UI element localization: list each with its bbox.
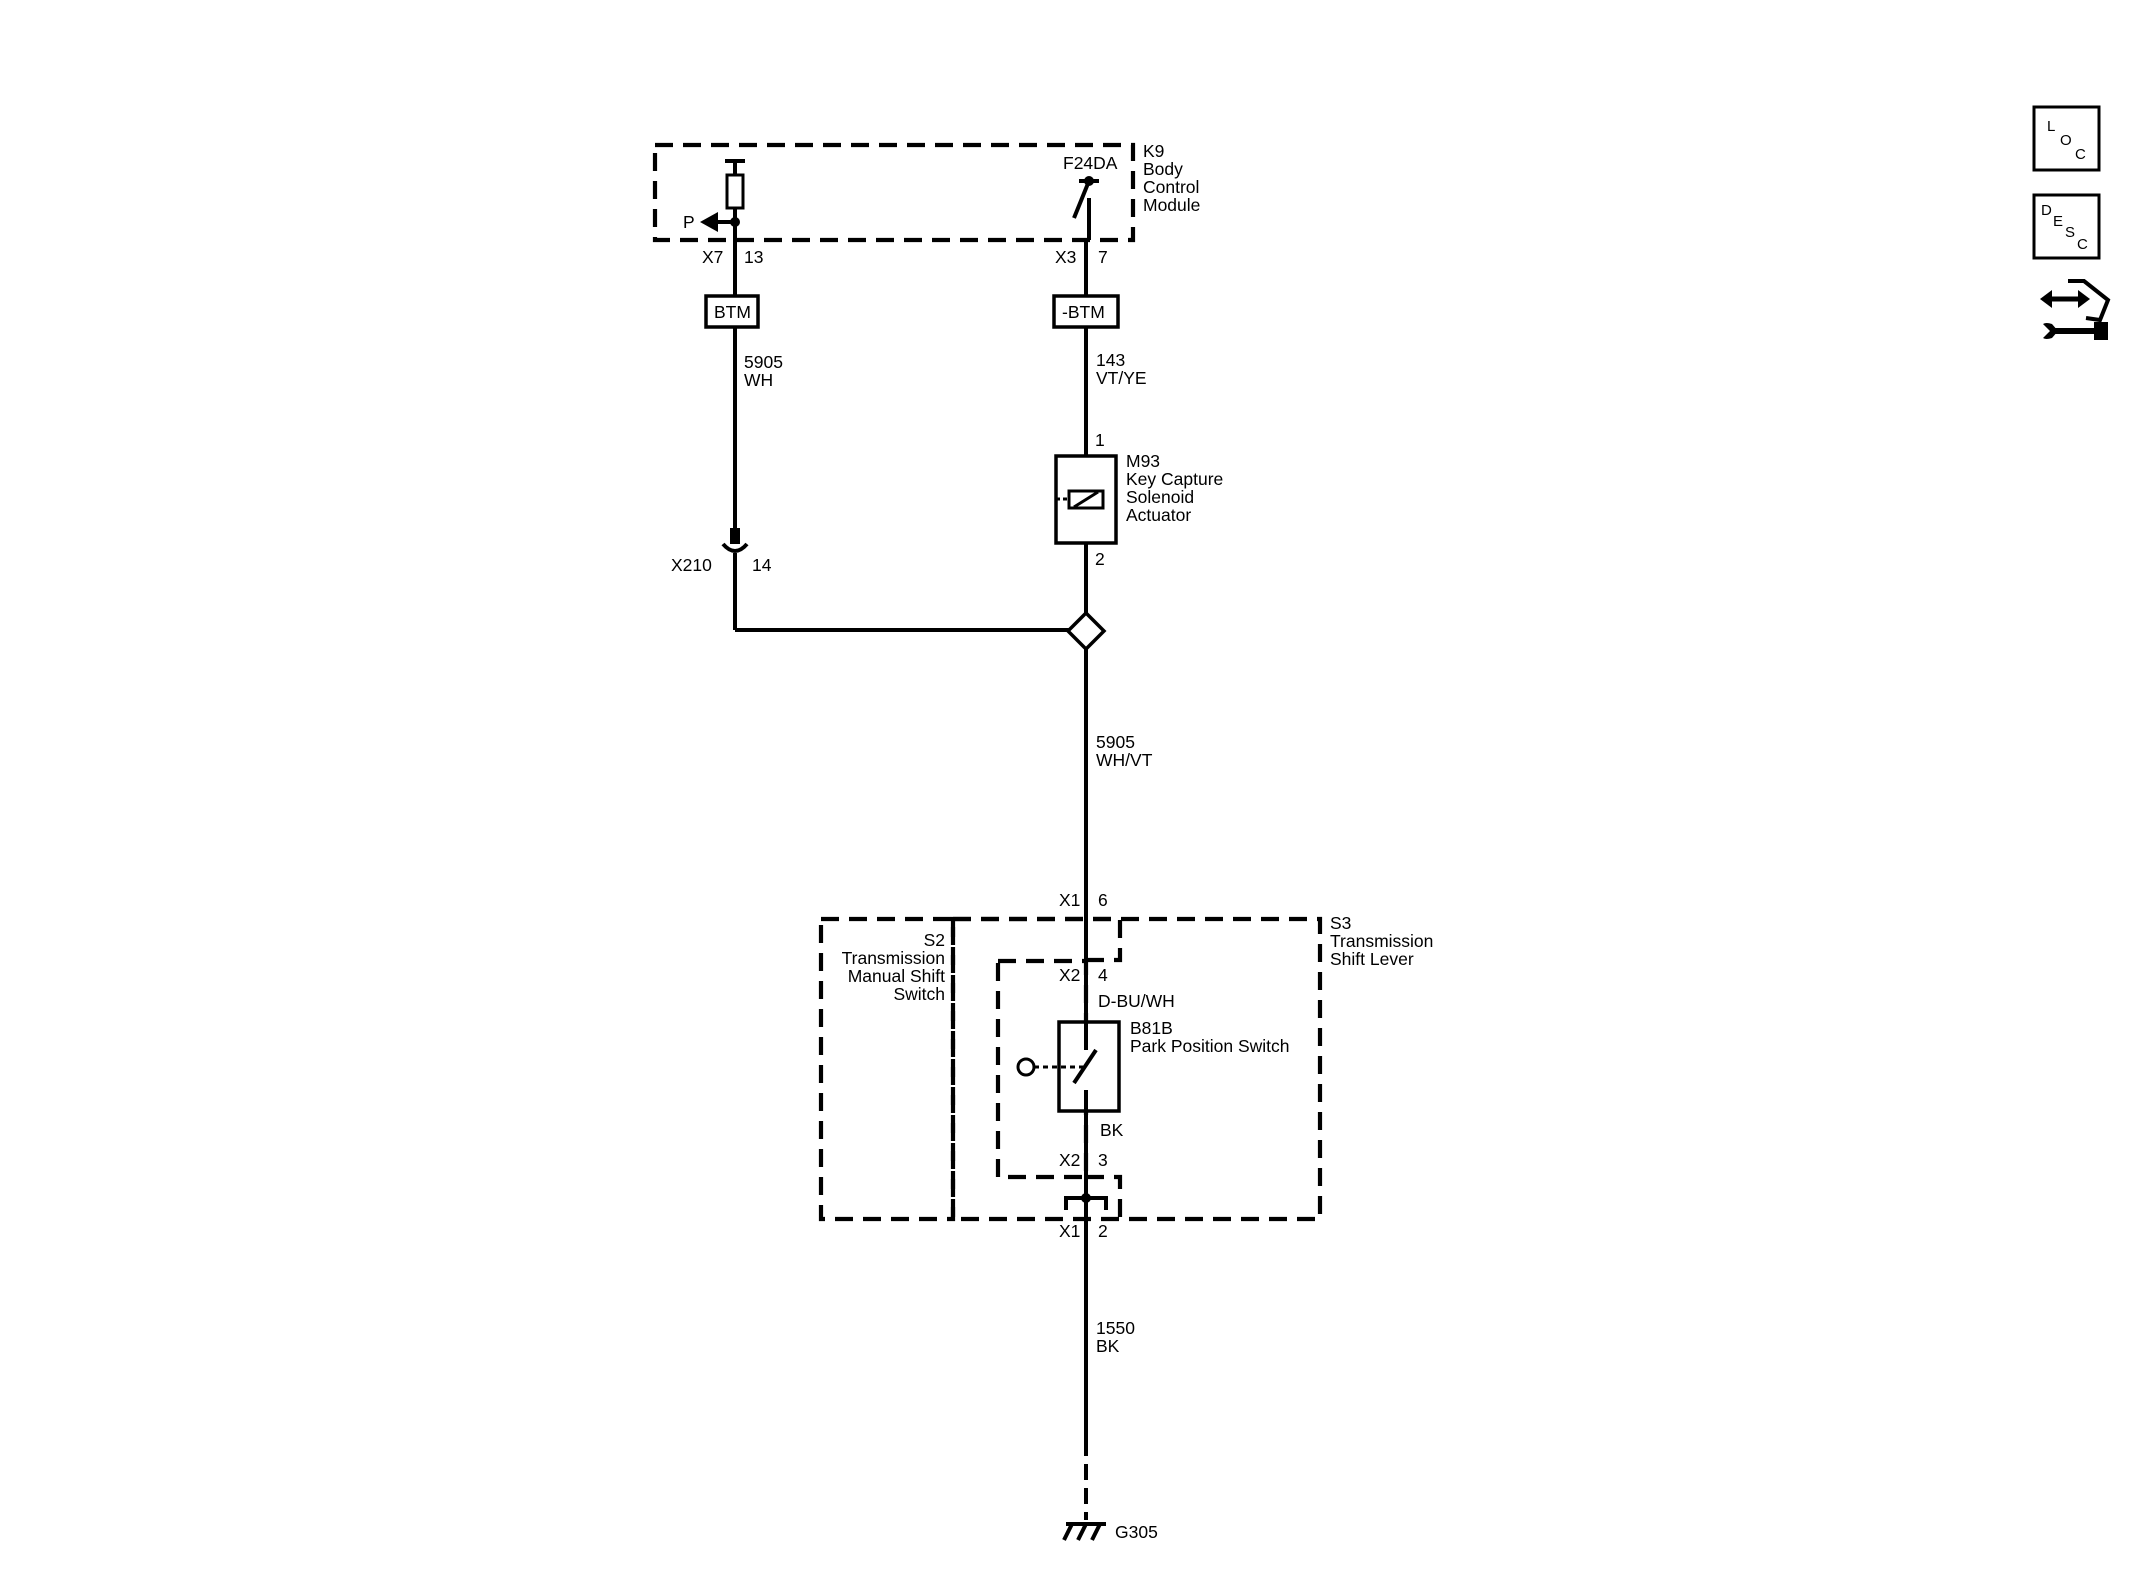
park-switch-wire-bottom: BK: [1100, 1120, 1124, 1140]
left-connector-label: X7: [702, 247, 723, 267]
location-button[interactable]: L O C: [2032, 105, 2101, 172]
left-circuit-wire: [733, 222, 1086, 632]
x1-bottom-connector: [1064, 1193, 1108, 1210]
ground-symbol[interactable]: [1062, 1440, 1106, 1541]
manual-shift-switch[interactable]: [818, 916, 956, 1222]
park-switch-pin-top: 4: [1098, 965, 1108, 985]
shift-lever-ref: S3: [1330, 913, 1351, 933]
right-wire-circuit: 143: [1096, 350, 1125, 370]
splice-btm-right[interactable]: -BTM: [1052, 294, 1120, 329]
solenoid-name-line-1: Key Capture: [1126, 469, 1223, 489]
main-wire-circuit: 5905: [1096, 732, 1135, 752]
solenoid-name-line-2: Solenoid: [1126, 487, 1194, 507]
solenoid-name-line-3: Actuator: [1126, 505, 1191, 525]
manual-switch-name-line-3: Switch: [893, 984, 945, 1004]
loc-letter-c: C: [2075, 146, 2086, 163]
desc-letter-s: S: [2065, 224, 2075, 241]
park-switch-name: Park Position Switch: [1130, 1036, 1290, 1056]
bcm-fuse-switch: [1072, 176, 1099, 240]
bcm-name-line-2: Control: [1143, 177, 1199, 197]
fuse-label: F24DA: [1063, 153, 1118, 173]
park-switch-connector-top: X2: [1059, 965, 1080, 985]
left-wire-circuit: 5905: [744, 352, 783, 372]
bcm-pullup-resistor: [700, 159, 745, 232]
shift-lever-connector-bottom: X1: [1059, 1221, 1080, 1241]
park-position-switch[interactable]: [1016, 1020, 1121, 1113]
shift-lever-boundary: [950, 916, 1323, 1222]
right-pin-label: 7: [1098, 247, 1108, 267]
ground-ref: G305: [1115, 1522, 1158, 1542]
bcm-arrow-label: P: [683, 212, 695, 232]
park-switch-connector-bottom: X2: [1059, 1150, 1080, 1170]
splice-junction: [1065, 610, 1107, 652]
shift-lever-name-line-2: Shift Lever: [1330, 949, 1414, 969]
inline-connector-pin: 14: [752, 555, 772, 575]
manual-switch-ref: S2: [924, 930, 945, 950]
inline-connector-x210[interactable]: [721, 528, 749, 553]
solenoid-pin-top: 1: [1095, 430, 1105, 450]
key-capture-solenoid[interactable]: [1054, 454, 1118, 545]
shift-lever-pin-top: 6: [1098, 890, 1108, 910]
bcm-name-line-1: Body: [1143, 159, 1183, 179]
bcm-ref: K9: [1143, 141, 1164, 161]
park-switch-wire-top: D-BU/WH: [1098, 991, 1175, 1011]
transmission-shift-lever[interactable]: [950, 916, 1323, 1222]
desc-letter-e: E: [2053, 213, 2063, 230]
left-wire-color: WH: [744, 370, 773, 390]
output-arrow-icon: [700, 212, 718, 232]
x1-top-bracket: [953, 916, 1123, 963]
shift-lever-connector-top: X1: [1059, 890, 1080, 910]
solenoid-pin-bottom: 2: [1095, 549, 1105, 569]
bcm-boundary: [652, 142, 1136, 243]
shift-lever-name-line-1: Transmission: [1330, 931, 1433, 951]
x1-bottom-bracket: [1086, 1174, 1123, 1219]
body-control-module[interactable]: K9 Body Control Module: [652, 141, 1200, 243]
desc-letter-c: C: [2077, 236, 2088, 253]
shift-lever-pin-bottom: 2: [1098, 1221, 1108, 1241]
left-pin-label: 13: [744, 247, 763, 267]
loc-letter-o: O: [2060, 132, 2072, 149]
splice-btm-left-label: BTM: [714, 302, 751, 322]
solenoid-ref: M93: [1126, 451, 1160, 471]
manual-switch-name-line-1: Transmission: [842, 948, 945, 968]
switch-actuator-icon: [1016, 1057, 1036, 1077]
connector-repair-icon[interactable]: [2040, 279, 2111, 340]
inline-connector-ref: X210: [671, 555, 712, 575]
loc-letter-l: L: [2047, 118, 2055, 135]
manual-switch-name-line-2: Manual Shift: [848, 966, 945, 986]
right-connector-label: X3: [1055, 247, 1076, 267]
splice-btm-right-label: -BTM: [1062, 302, 1105, 322]
ground-wire-color: BK: [1096, 1336, 1120, 1356]
desc-letter-d: D: [2041, 202, 2052, 219]
manual-switch-boundary: [818, 916, 956, 1222]
description-button[interactable]: D E S C: [2032, 193, 2101, 260]
main-wire-color: WH/VT: [1096, 750, 1153, 770]
park-switch-pin-bottom: 3: [1098, 1150, 1108, 1170]
bcm-name-line-3: Module: [1143, 195, 1200, 215]
right-wire-color: VT/YE: [1096, 368, 1147, 388]
ground-wire-circuit: 1550: [1096, 1318, 1135, 1338]
splice-btm-left[interactable]: BTM: [704, 294, 760, 329]
park-switch-ref: B81B: [1130, 1018, 1173, 1038]
